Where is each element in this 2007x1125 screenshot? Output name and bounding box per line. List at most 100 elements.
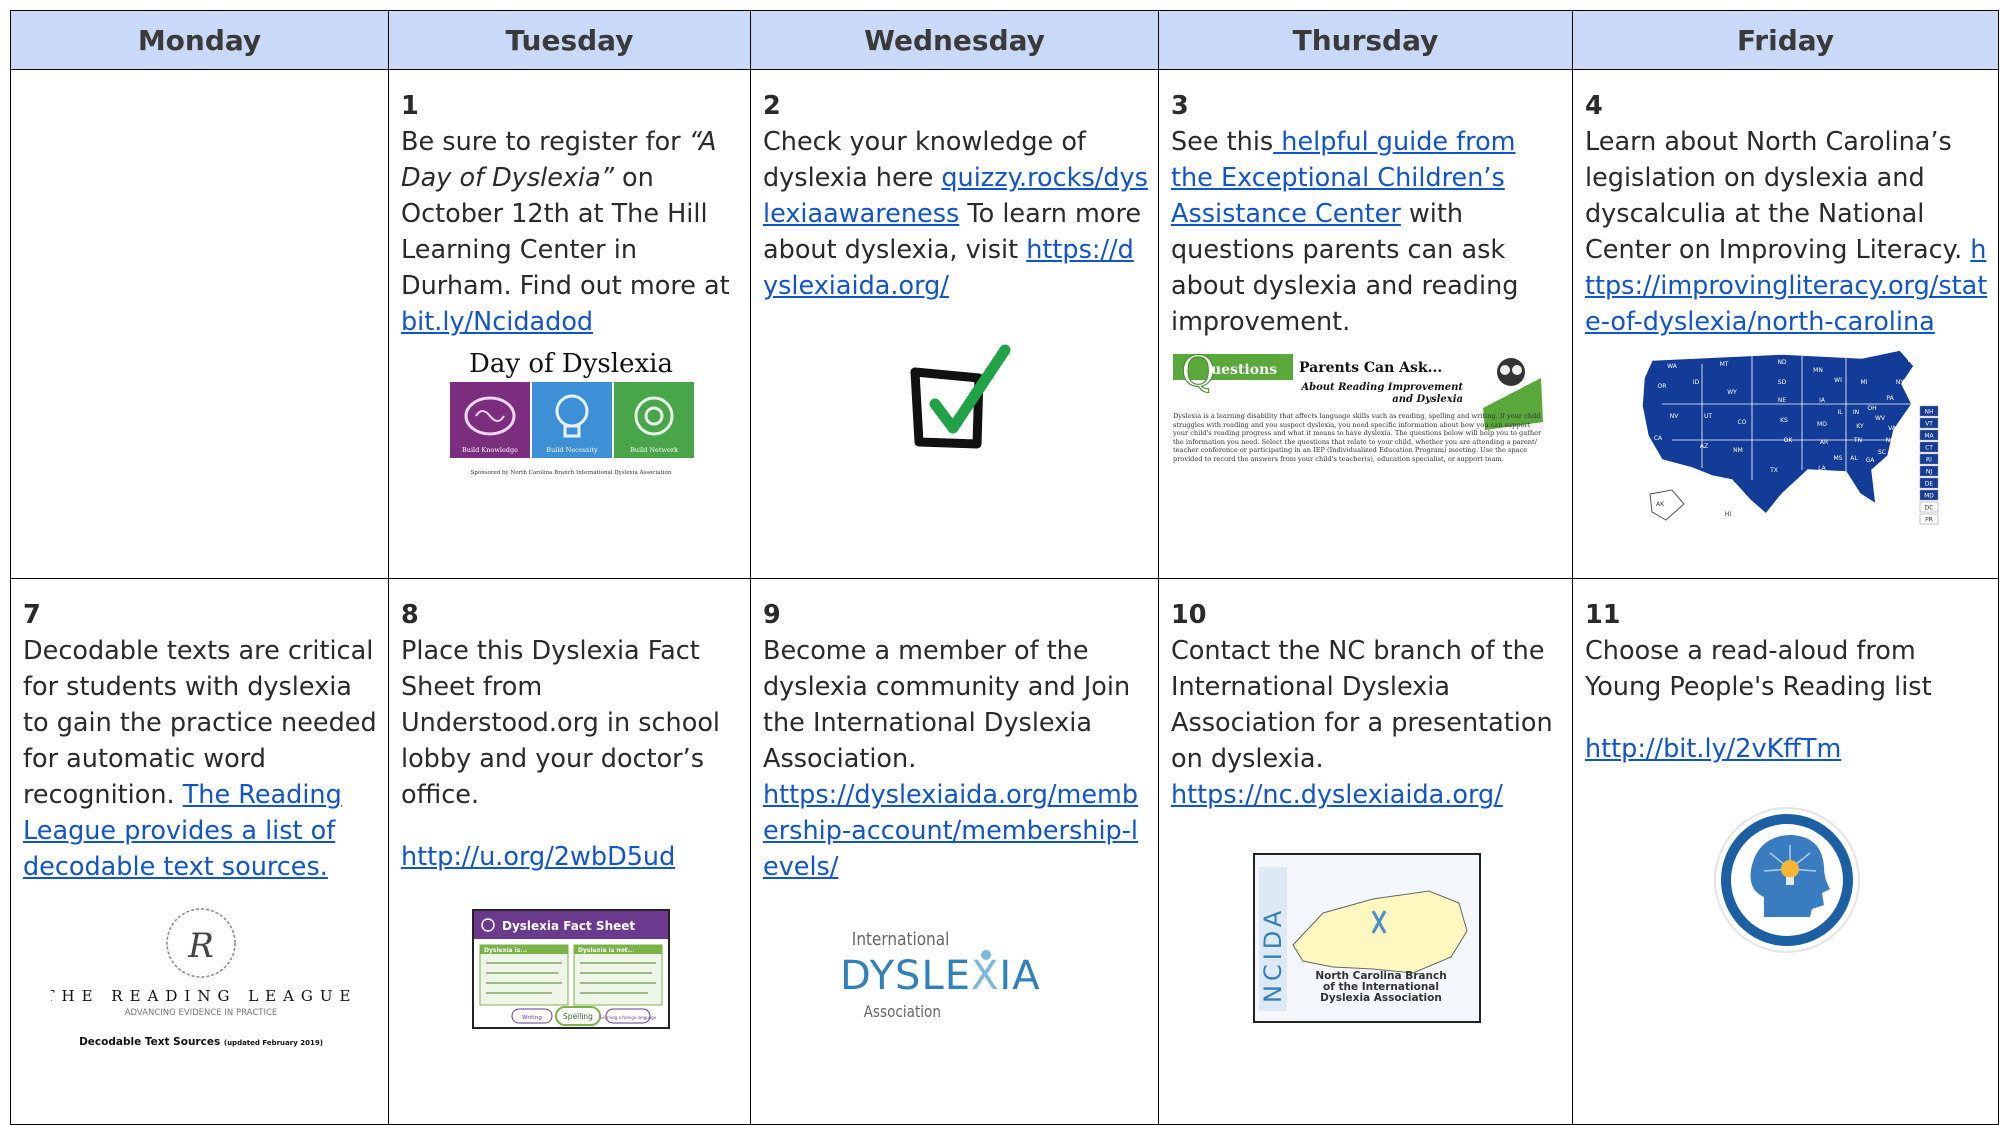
- day-number: 9: [763, 600, 781, 630]
- cell-day-9: 9 Become a member of the dyslexia commun…: [750, 578, 1159, 1125]
- map-state-label: AK: [1655, 501, 1664, 508]
- map-state-label: WI: [1834, 377, 1842, 384]
- checkmark-box-icon: [901, 344, 1011, 454]
- ncida-logo: NCIDA North Carolina Branch of the Inter…: [1252, 853, 1481, 1023]
- svg-text:Decodable Text Sources (update: Decodable Text Sources (updated February…: [79, 1036, 323, 1048]
- quiz-link[interactable]: quizzy.rocks/dyslexiaawareness: [763, 163, 1148, 229]
- cell-text: Contact the NC branch of the Internation…: [1171, 636, 1553, 774]
- logo-caption-small: (updated February 2019): [223, 1039, 322, 1047]
- logo-sponsor: Sponsored by North Carolina Branch Inter…: [470, 470, 671, 476]
- map-state-label: CO: [1737, 419, 1746, 426]
- map-state-label: CA: [1653, 435, 1662, 442]
- map-legend-label: VT: [1925, 421, 1933, 428]
- map-state-label: IA: [1819, 397, 1826, 404]
- map-state-label: NE: [1777, 397, 1785, 404]
- map-state-label: NC: [1885, 437, 1894, 444]
- map-state-label: AL: [1850, 455, 1858, 462]
- map-state-label: FL: [1876, 483, 1883, 490]
- fact-sheet-thumbnail: Dyslexia Fact Sheet Dyslexia is... Dysle…: [471, 909, 670, 1029]
- map-state-label: NY: [1895, 379, 1903, 386]
- cell-text: See this: [1171, 127, 1274, 157]
- logo-panel-1: Build Knowledge: [462, 446, 518, 454]
- doc-subtitle-2: and Dyslexia: [1392, 394, 1463, 405]
- map-state-label: MO: [1817, 421, 1827, 428]
- doc-title: Parents Can Ask...: [1299, 360, 1442, 376]
- dyslexiaida-link[interactable]: https://dyslexiaida.org/: [763, 235, 1134, 301]
- logo-panel-2: Build Necessity: [546, 446, 598, 454]
- map-state-label: SC: [1878, 449, 1886, 456]
- day-of-dyslexia-logo-graphic: Day of Dyslexia Build Knowledge Build Ne…: [431, 346, 710, 484]
- sheet-title: Dyslexia Fact Sheet: [502, 919, 635, 933]
- doc-subtitle-1: About Reading Improvement: [1300, 382, 1463, 393]
- map-legend-box: [1919, 501, 1938, 513]
- map-state-label: WY: [1727, 389, 1737, 396]
- ncida-line-1: North Carolina Branch: [1315, 970, 1446, 982]
- cell-empty-monday: [10, 69, 389, 579]
- sheet-col-1: Dyslexia is...: [484, 947, 527, 954]
- reading-league-link[interactable]: The Reading League provides a list of de…: [23, 780, 342, 882]
- sheet-chip-1: Writing: [522, 1015, 542, 1021]
- ncida-line-2: of the International: [1323, 981, 1439, 993]
- map-legend-label: RI: [1926, 457, 1932, 464]
- ncida-line-3: Dyslexia Association: [1320, 992, 1442, 1004]
- map-legend-label: NH: [1924, 409, 1933, 416]
- map-legend-box: [1919, 489, 1938, 501]
- head-lightbulb-icon: [1712, 805, 1862, 955]
- logo-panel-3: Build Network: [629, 446, 677, 454]
- doc-questions: uestions: [1211, 362, 1277, 378]
- map-legend-label: DE: [1924, 481, 1933, 488]
- nc-ida-link[interactable]: https://nc.dyslexiaida.org/: [1171, 780, 1503, 810]
- cell-day-1: 1 Be sure to register for “A Day of Dysl…: [388, 69, 751, 579]
- cell-day-11: 11 Choose a read-aloud from Young People…: [1572, 578, 1999, 1125]
- logo-title: Day of Dyslexia: [469, 349, 673, 379]
- sheet-col-2: Dyslexia is not...: [578, 947, 634, 954]
- map-state-label: TX: [1769, 467, 1778, 474]
- day-number: 3: [1171, 91, 1189, 121]
- day-number: 11: [1585, 600, 1621, 630]
- cell-day-3: 3 See this helpful guide from the Except…: [1158, 69, 1573, 579]
- cell-text: Become a member of the dyslexia communit…: [763, 636, 1131, 774]
- cell-day-4: 4 Learn about North Carolina’s legislati…: [1572, 69, 1999, 579]
- membership-link[interactable]: https://dyslexiaida.org/membership-accou…: [763, 780, 1139, 882]
- header-tuesday: Tuesday: [388, 10, 751, 70]
- day-number: 1: [401, 91, 419, 121]
- map-state-label: ME: [1907, 357, 1916, 364]
- map-state-label: AZ: [1699, 443, 1707, 450]
- ida-logo-main-1: DYSLE: [840, 953, 971, 999]
- map-state-label: VA: [1888, 425, 1897, 432]
- map-legend-label: MD: [1924, 493, 1934, 500]
- map-legend-box: [1919, 405, 1938, 417]
- logo-tagline: ADVANCING EVIDENCE IN PRACTICE: [124, 1008, 277, 1018]
- cell-text: Place this Dyslexia Fact Sheet from Unde…: [401, 636, 720, 810]
- map-state-label: MT: [1719, 361, 1728, 368]
- map-legend-box: [1919, 477, 1938, 489]
- map-state-label: OH: [1867, 405, 1876, 412]
- improving-literacy-link[interactable]: https://improvingliteracy.org/state-of-d…: [1585, 235, 1988, 337]
- map-state-label: MI: [1860, 379, 1867, 386]
- ida-logo-main-3: IA: [999, 953, 1040, 999]
- map-state-label: PA: [1886, 395, 1894, 402]
- map-legend-box: [1919, 429, 1938, 441]
- cell-text: Learn about North Carolina’s legislation…: [1585, 127, 1971, 265]
- cell-day-8: 8 Place this Dyslexia Fact Sheet from Un…: [388, 578, 751, 1125]
- map-state-label: AR: [1819, 439, 1827, 446]
- reading-list-link[interactable]: http://bit.ly/2vKffTm: [1585, 734, 1842, 764]
- ecac-guide-link[interactable]: helpful guide from the Exceptional Child…: [1171, 127, 1516, 229]
- logo-mark: R: [187, 926, 214, 966]
- register-link[interactable]: bit.ly/Ncidadod: [401, 307, 594, 337]
- header-friday: Friday: [1572, 10, 1999, 70]
- fact-sheet-link[interactable]: http://u.org/2wbD5ud: [401, 842, 676, 872]
- header-thursday: Thursday: [1158, 10, 1573, 70]
- map-state-label: ID: [1692, 379, 1699, 386]
- map-state-label: NM: [1733, 447, 1743, 454]
- sheet-chip-2: Spelling: [563, 1012, 593, 1021]
- ida-logo-bottom: Association: [863, 1003, 940, 1021]
- map-legend-label: MA: [1924, 433, 1934, 440]
- map-state-label: OK: [1783, 437, 1793, 444]
- day-of-dyslexia-logo: Day of Dyslexia Build Knowledge Build Ne…: [431, 346, 710, 484]
- map-state-label: IL: [1837, 409, 1843, 416]
- map-state-label: IN: [1852, 409, 1858, 416]
- week-row-1: 1 Be sure to register for “A Day of Dysl…: [10, 69, 1999, 579]
- map-state-label: GA: [1865, 457, 1875, 464]
